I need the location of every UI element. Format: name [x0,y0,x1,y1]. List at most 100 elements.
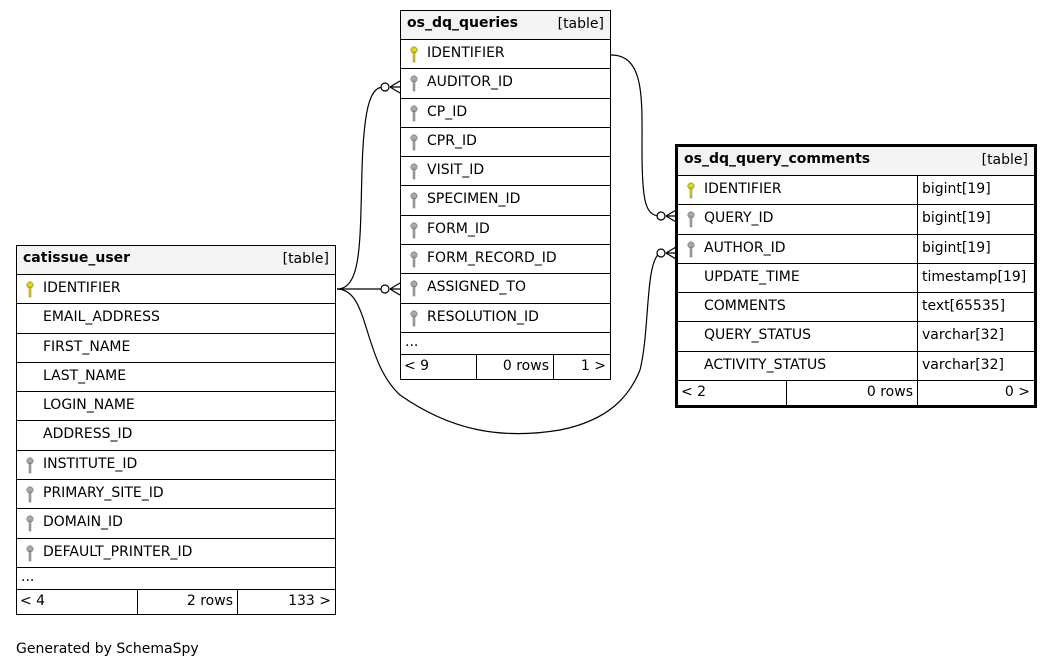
column-row[interactable]: PRIMARY_SITE_ID [17,480,335,510]
table-name[interactable]: catissue_user [23,250,131,266]
column-row[interactable]: FORM_ID [401,216,610,246]
column-name: SPECIMEN_ID [427,191,521,208]
foreign-key-icon [410,280,418,297]
children-link[interactable]: 1 > [580,357,606,374]
table-header: os_dq_query_comments [table] [678,147,1034,176]
column-name: CPR_ID [427,132,477,149]
column-type-cell: bigint[19] [918,176,1034,204]
column-name: ADDRESS_ID [43,426,133,443]
column-name: IDENTIFIER [704,181,782,197]
foreign-key-icon [410,193,418,209]
table-type: [table] [981,152,1028,168]
column-type-cell: varchar[32] [918,322,1034,350]
column-name-cell: QUERY_STATUS [678,322,918,351]
column-name: EMAIL_ADDRESS [43,309,160,326]
table-footer: < 4 2 rows 133 > [17,589,335,614]
column-row[interactable]: FORM_RECORD_ID [401,245,610,275]
table-type: [table] [282,251,329,267]
column-name: CP_ID [427,103,468,120]
column-row[interactable]: LAST_NAME [17,363,335,393]
parents-link[interactable]: < 9 [401,354,477,379]
column-row[interactable]: IDENTIFIER [17,275,335,305]
crowfoot-marker [665,246,677,260]
column-row[interactable]: CP_ID [401,99,610,128]
link-queries-comments [610,54,661,217]
crowfoot-marker [389,80,401,94]
column-name: AUTHOR_ID [704,239,786,256]
column-row[interactable]: FIRST_NAME [17,334,335,363]
table-name[interactable]: os_dq_query_comments [684,151,871,167]
foreign-key-icon [687,211,695,228]
column-name: INSTITUTE_ID [43,455,138,472]
table-os-dq-query-comments[interactable]: os_dq_query_comments [table] IDENTIFIER b… [675,144,1037,409]
foreign-key-icon [410,251,418,268]
column-name-cell: AUTHOR_ID [678,234,918,263]
table-footer: < 9 0 rows 1 > [401,354,610,379]
column-type-cell: timestamp[19] [918,264,1034,292]
column-name: IDENTIFIER [43,280,121,296]
column-name-cell: ACTIVITY_STATUS [678,351,918,381]
column-name: FORM_RECORD_ID [427,250,557,267]
column-row[interactable]: SPECIMEN_ID [401,186,610,216]
column-type-cell: bigint[19] [918,235,1034,263]
column-name: LOGIN_NAME [43,397,135,414]
table-header: os_dq_queries [table] [401,11,610,40]
column-row[interactable]: ASSIGNED_TO [401,274,610,304]
column-name: VISIT_ID [427,162,485,179]
foreign-key-icon [26,515,34,532]
column-row[interactable]: ADDRESS_ID [17,421,335,451]
column-type: varchar[32] [922,327,1004,344]
children-link[interactable]: 0 > [1004,384,1030,401]
more-columns[interactable]: ... [401,333,610,355]
column-row[interactable]: AUTHOR_ID bigint[19] [678,234,1034,264]
table-footer: < 2 0 rows 0 > [678,381,1034,406]
column-name: UPDATE_TIME [704,268,800,285]
column-row[interactable]: EMAIL_ADDRESS [17,304,335,334]
parents-link[interactable]: < 4 [17,589,138,614]
column-row[interactable]: CPR_ID [401,128,610,158]
column-type: timestamp[19] [922,268,1027,285]
column-row[interactable]: DEFAULT_PRINTER_ID [17,539,335,568]
column-type: varchar[32] [922,356,1004,373]
generated-by-label: Generated by SchemaSpy [16,641,199,657]
table-os-dq-queries[interactable]: os_dq_queries [table] IDENTIFIER AUDITOR_… [400,10,611,380]
column-row[interactable]: IDENTIFIER bigint[19] [678,176,1034,206]
row-count: 2 rows [138,589,238,614]
foreign-key-icon [26,545,34,561]
column-row[interactable]: VISIT_ID [401,157,610,187]
foreign-key-icon [410,134,418,151]
column-name: IDENTIFIER [427,45,505,61]
column-row[interactable]: UPDATE_TIME timestamp[19] [678,263,1034,294]
column-name: FIRST_NAME [43,338,131,355]
parents-link[interactable]: < 2 [678,381,787,406]
table-type: [table] [557,16,604,32]
row-count: 0 rows [477,354,554,379]
optional-marker [380,284,390,294]
column-type: bigint[19] [922,239,991,256]
column-type: text[65535] [922,298,1006,315]
column-row[interactable]: INSTITUTE_ID [17,451,335,481]
column-row[interactable]: LOGIN_NAME [17,392,335,422]
column-row[interactable]: IDENTIFIER [401,40,610,70]
link-user-author [336,252,661,435]
table-catissue-user[interactable]: catissue_user [table] IDENTIFIER EMAIL_AD… [16,245,336,615]
table-header: catissue_user [table] [17,246,335,275]
optional-marker [380,82,390,92]
foreign-key-icon [410,310,418,326]
column-row[interactable]: DOMAIN_ID [17,509,335,539]
children-link[interactable]: 133 > [288,592,331,609]
column-row[interactable]: RESOLUTION_ID [401,304,610,333]
column-row[interactable]: AUDITOR_ID [401,69,610,99]
column-type-cell: text[65535] [918,293,1034,321]
column-name: FORM_ID [427,220,490,237]
more-columns[interactable]: ... [17,568,335,590]
column-name: DEFAULT_PRINTER_ID [43,543,193,560]
table-name[interactable]: os_dq_queries [407,15,519,31]
foreign-key-icon [26,457,34,473]
column-type-cell: varchar[32] [918,352,1034,380]
